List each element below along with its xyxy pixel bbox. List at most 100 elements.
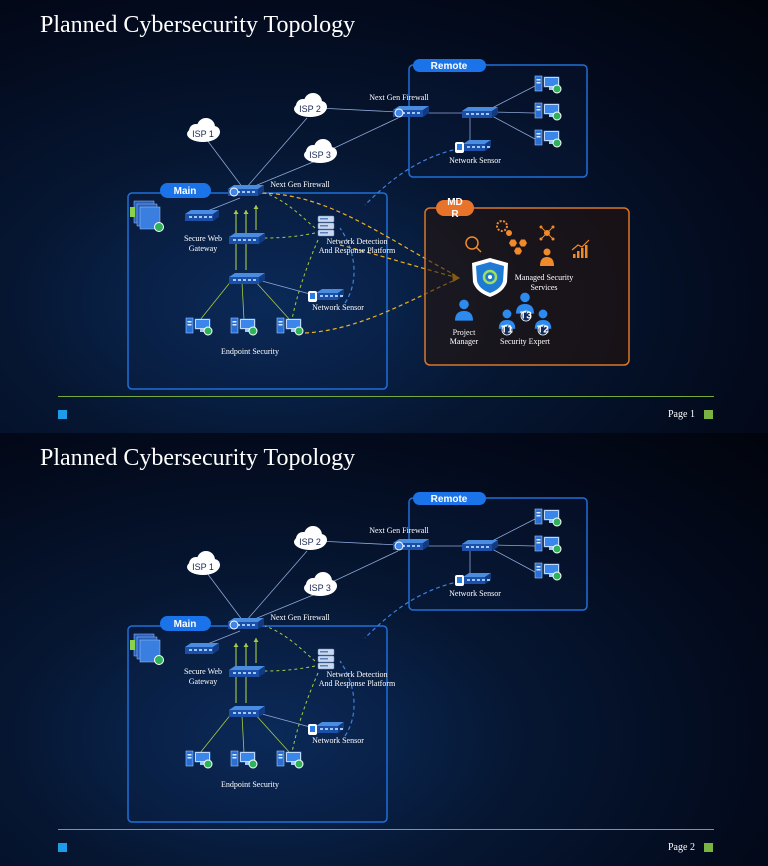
- isp-label: ISP 1: [192, 129, 214, 139]
- isp1-cloud: ISP 1: [187, 118, 220, 142]
- isp3-cloud: ISP 3: [304, 139, 337, 163]
- main-firewall-label: Next Gen Firewall: [270, 180, 330, 189]
- link-isp3-remote-firewall: [329, 117, 399, 151]
- link-isp3-remote-firewall: [329, 550, 399, 584]
- swg-label-line2: Gateway: [189, 244, 217, 253]
- green-flow-arrowhead: [243, 643, 249, 647]
- endpoint-security-label: Endpoint Security: [221, 347, 279, 356]
- remote-firewall: [393, 539, 429, 551]
- dashed-remote-sensor-ndr: [364, 579, 468, 639]
- chart-trend-icon: [571, 239, 590, 251]
- isp3-cloud: ISP 3: [304, 572, 337, 596]
- analytics-icon-handle: [475, 246, 482, 253]
- tier-badge: [501, 324, 513, 336]
- isp2-cloud: ISP 2: [294, 93, 327, 117]
- mdr-title-line2: R: [451, 209, 459, 220]
- main-network-sensor: [308, 722, 344, 735]
- isp-label: ISP 1: [192, 562, 214, 572]
- endpoint-workstation: [185, 750, 213, 769]
- chart-bar-icon: [581, 248, 584, 258]
- network-node-icon: [551, 225, 555, 229]
- remote-workstation: [534, 102, 562, 121]
- footer-divider: [58, 396, 714, 397]
- link-isp3-firewall: [249, 592, 319, 622]
- access-switch: [229, 706, 265, 717]
- tier-badge-label: T1: [501, 325, 513, 336]
- link-core-ep1: [199, 279, 233, 321]
- page-number: 1: [689, 409, 695, 420]
- shield-icon: [472, 258, 508, 297]
- page-number: 2: [689, 842, 695, 853]
- slide-title: Planned Cybersecurity Topology: [40, 12, 356, 38]
- solid-links: [199, 85, 536, 321]
- hexagon-icon: [514, 247, 522, 255]
- link-isp3-firewall: [249, 159, 319, 189]
- ndr-label-line1: Network Detection: [326, 237, 387, 246]
- green-flow-arrowhead: [243, 210, 249, 214]
- link-core-ep2: [241, 714, 245, 754]
- endpoint-workstation: [230, 317, 258, 336]
- footer-green-square: [704, 410, 713, 419]
- dashed-sensor-ndr: [339, 227, 355, 304]
- gear-icon: [496, 220, 508, 232]
- mss-label-line2: Services: [530, 283, 557, 292]
- operator-icon: [540, 257, 554, 266]
- isp-label: ISP 2: [299, 537, 321, 547]
- ndr-platform: [317, 215, 335, 237]
- main-zone-box: [127, 625, 388, 823]
- remote-workstation: [534, 129, 562, 148]
- footer-blue-square: [58, 843, 67, 852]
- remote-sensor-label: Network Sensor: [449, 589, 501, 598]
- link-core-ep3: [253, 712, 291, 754]
- tier-badge-label: T2: [537, 325, 549, 336]
- tier-badge: [537, 324, 549, 336]
- main-sensor-label: Network Sensor: [312, 303, 364, 312]
- link-remote-switch-ws1: [491, 85, 536, 109]
- mdr-pill: [436, 200, 474, 216]
- ndr-platform: [317, 648, 335, 670]
- server-stack: [130, 200, 164, 232]
- ndr-label-line2: And Response Platform: [319, 246, 396, 255]
- remote-zone-box: [408, 64, 588, 178]
- page-indicator: Page 1: [668, 409, 695, 420]
- link-core-sensor: [261, 280, 311, 295]
- main-label: Main: [174, 619, 197, 630]
- footer-green-square: [704, 843, 713, 852]
- link-remote-switch-ws3: [491, 548, 536, 573]
- swg-label-line1: Secure Web: [184, 667, 222, 676]
- tier-badge-label: T3: [520, 311, 532, 322]
- swg-label-line2: Gateway: [189, 677, 217, 686]
- secure-web-gateway-device: [185, 643, 219, 654]
- remote-pill: Remote: [413, 492, 486, 505]
- dashed-ndr-firewall: [264, 625, 316, 662]
- main-firewall-label: Next Gen Firewall: [270, 613, 330, 622]
- remote-workstation: [534, 535, 562, 554]
- isp-label: ISP 3: [309, 583, 331, 593]
- green-flow-arrowhead: [233, 210, 239, 214]
- isp2-cloud: ISP 2: [294, 526, 327, 550]
- remote-network-sensor: [455, 573, 491, 586]
- chart-bar-icon: [585, 245, 588, 258]
- link-isp1-firewall: [206, 139, 244, 189]
- security-expert-label: Security Expert: [500, 337, 551, 346]
- main-pill: Main: [160, 616, 211, 631]
- access-switch: [229, 273, 265, 284]
- remote-firewall-label: Next Gen Firewall: [369, 93, 429, 102]
- link-remote-switch-ws2: [491, 111, 536, 114]
- link-isp2-remote-firewall: [317, 540, 399, 546]
- security-expert-t3-icon: [516, 292, 534, 314]
- remote-pill: Remote: [413, 59, 486, 72]
- page-indicator: Page 2: [668, 842, 695, 853]
- remote-zone-box: [408, 497, 588, 611]
- remote-firewall-label: Next Gen Firewall: [369, 526, 429, 535]
- main-pill: Main: [160, 183, 211, 198]
- remote-network-sensor: [455, 140, 491, 153]
- main-sensor-label: Network Sensor: [312, 736, 364, 745]
- core-switch: [229, 233, 265, 244]
- ndr-label-line2: And Response Platform: [319, 679, 396, 688]
